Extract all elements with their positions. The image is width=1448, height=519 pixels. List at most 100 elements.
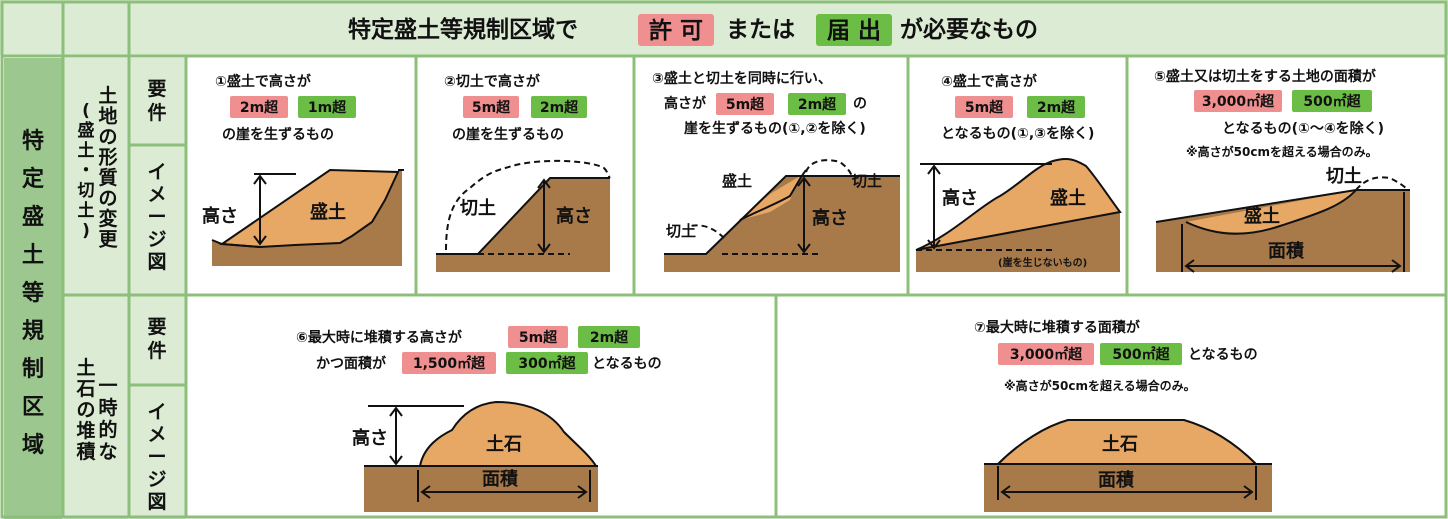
image-label-top-char: 図 — [147, 251, 166, 273]
case-2-line3: の崖を生ずるもの — [452, 126, 564, 143]
left-label-char: 盛 — [22, 204, 44, 230]
case-4-ground — [916, 212, 1120, 272]
case-5-cut-label: 切土 — [1326, 166, 1362, 187]
left-vertical-label: 特定盛土等規制区域 — [22, 128, 44, 458]
case-5-notify-badge — [1292, 90, 1372, 112]
case-4-permit-badge — [955, 96, 1013, 118]
left-label-char: 定 — [22, 166, 44, 192]
case-5-fill — [1186, 190, 1356, 233]
requirement-label-top-char: 件 — [147, 101, 166, 124]
requirement-label-top-char: 要 — [147, 78, 166, 100]
case-6-notify: 2m超 — [590, 329, 629, 346]
case-5-ground — [1156, 190, 1410, 272]
case-5-area-label: 面積 — [1268, 240, 1305, 262]
case-7-area-label: 面積 — [1098, 469, 1135, 491]
pile-title-col2-char: 積 — [76, 440, 95, 463]
case-6-soil-label: 土石 — [486, 434, 522, 455]
case-3-notify-badge — [788, 93, 846, 115]
case-7-line1: ⑦最大時に堆積する面積が — [974, 319, 1141, 336]
case-3-line1: ③盛土と切土を同時に行い、 — [652, 70, 832, 87]
case-5: ⑤盛土又は切土をする土地の面積が 3,000㎡超 500㎡超 となるもの(①〜④… — [1154, 68, 1410, 273]
header-bar — [0, 0, 1448, 55]
case-4-notify: 2m超 — [1037, 99, 1076, 116]
land-title-col1-char: 土 — [98, 85, 117, 107]
case-4-fill-mound — [915, 158, 1122, 251]
case-5-line4: ※高さが50cmを超える場合のみ。 — [1186, 144, 1378, 159]
pile-title-col2-char: の — [76, 399, 95, 421]
header-suffix: が必要なもの — [900, 16, 1038, 43]
left-label-char: 土 — [22, 243, 44, 268]
land-title-col1-char: 形 — [98, 147, 117, 169]
case-5-line3: となるもの(①〜④を除く) — [1222, 120, 1384, 137]
case-7-soil-pile — [995, 419, 1259, 465]
case-6-line1: ⑥最大時に堆積する高さが — [296, 329, 463, 346]
case-6-permit: 5m超 — [519, 329, 558, 346]
case-7-permit: 3,000㎡超 — [1010, 346, 1083, 363]
case-1-notify: 1m超 — [308, 99, 347, 116]
case-3-fill-label: 盛土 — [722, 172, 752, 190]
header-prefix: 特定盛土等規制区域で — [348, 16, 578, 43]
case-6-permit-badge — [508, 326, 568, 348]
case-3-ground — [664, 176, 900, 272]
case-2-cut-label: 切土 — [460, 198, 496, 219]
land-title-col2-char: ) — [82, 221, 90, 241]
pile-title-col2-char: 土 — [76, 357, 95, 379]
case-3-cut-label-top: 切土 — [852, 172, 882, 190]
case-4-notify-badge — [1027, 96, 1085, 118]
pile-title-col2-char: 石 — [75, 378, 95, 400]
pile-title-col1-char: な — [98, 441, 117, 463]
case-1-permit: 2m超 — [240, 99, 279, 116]
left-label-char: 規 — [22, 319, 44, 344]
case-2-original-ground — [445, 159, 611, 251]
left-label-char: 等 — [22, 280, 44, 306]
case-3-line2-pre: 高さが — [664, 95, 707, 112]
case-7: ⑦最大時に堆積する面積が 3,000㎡超 500㎡超 となるもの ※高さが50c… — [974, 319, 1272, 512]
case-4: ④盛土で高さが 5m超 2m超 となるもの(①,③を除く) 高さ 盛土 (崖を生… — [915, 73, 1122, 272]
image-label-bottom-char: イ — [147, 401, 166, 423]
case-6-notify2-badge — [506, 352, 588, 374]
case-1-fill-mound — [219, 168, 400, 249]
image-label-top-char: ジ — [147, 229, 166, 251]
case-5-notify: 500㎡超 — [1303, 93, 1361, 110]
land-title-col2-char: ・ — [78, 161, 95, 181]
case-2-height-label: 高さ — [556, 205, 592, 227]
left-label-char: 制 — [22, 357, 44, 382]
land-title-col1-char: 更 — [98, 229, 118, 251]
land-title-col2-char: 土 — [78, 140, 95, 161]
land-title-col1-char: 質 — [98, 166, 117, 189]
image-label-top-char: メ — [147, 184, 166, 206]
case-6-permit2-badge — [402, 352, 496, 374]
left-label-char: 域 — [22, 432, 44, 458]
case-6-permit2: 1,500㎡超 — [413, 355, 486, 372]
case-2-permit-badge — [463, 96, 519, 118]
case-4-note: (崖を生じないもの) — [998, 256, 1087, 269]
case-3: ③盛土と切土を同時に行い、 高さが 5m超 2m超 の 崖を生ずるもの(①,②を… — [652, 70, 900, 272]
case-7-permit-badge — [998, 343, 1094, 365]
pile-title-col2-char: 堆 — [76, 419, 95, 442]
row-label-column — [130, 58, 185, 519]
case-1-notify-badge — [298, 96, 356, 118]
header-permit-badge — [638, 14, 714, 46]
case-1-line3: の崖を生ずるもの — [222, 126, 334, 143]
land-title-col2-char: 土 — [78, 200, 95, 221]
case-2-ground — [436, 178, 610, 272]
image-label-top-char: イ — [147, 161, 166, 183]
case-1-height-label: 高さ — [202, 205, 238, 227]
header-title: 特定盛土等規制区域で 許 可 または 届 出 が必要なもの — [348, 14, 1038, 46]
case-6-ground — [364, 466, 598, 512]
land-title-col2-char: ( — [82, 101, 90, 121]
header-permit-label: 許 可 — [649, 17, 703, 44]
header-middle: または — [726, 17, 795, 43]
case-7-line2-post: となるもの — [1188, 347, 1258, 363]
left-label-cell — [4, 58, 62, 519]
case-1-permit-badge — [230, 96, 288, 118]
case-6-height-label: 高さ — [352, 427, 388, 449]
case-3-cut-label-bottom: 切土 — [666, 222, 696, 240]
case-1: ①盛土で高さが 2m超 1m超 の崖を生ずるもの 高さ 盛土 — [202, 73, 404, 266]
case-6: ⑥最大時に堆積する高さが 5m超 2m超 かつ面積が 1,500㎡超 300㎡超… — [296, 326, 662, 512]
case-4-height-label: 高さ — [942, 187, 978, 209]
case-5-permit-badge — [1194, 90, 1282, 112]
case-7-soil-label: 土石 — [1102, 434, 1138, 455]
